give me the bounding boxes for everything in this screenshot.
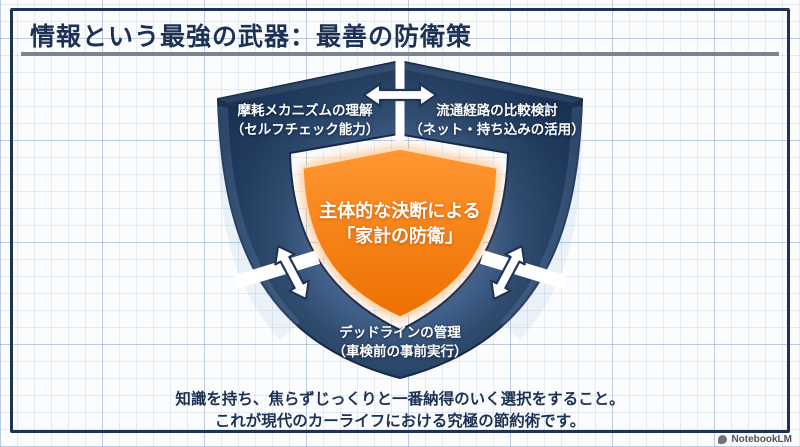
center-label-line: 「家計の防衛」	[337, 226, 463, 246]
notebooklm-logo-icon	[718, 435, 728, 444]
segment-label-line: （ネット・持ち込みの活用）	[409, 121, 585, 137]
caption: 知識を持ち、焦らずじっくりと一番納得のいく選択をすること。 これが現代のカーライ…	[60, 389, 740, 432]
watermark: NotebookLM	[718, 434, 792, 445]
bevel-left-side	[217, 106, 300, 340]
watermark-label: NotebookLM	[731, 434, 792, 445]
segment-label-top-right: 流通経路の比較検討 （ネット・持ち込みの活用）	[367, 102, 627, 139]
bevel-top-left	[218, 62, 396, 103]
segment-label-line: 摩耗メカニズムの理解	[237, 103, 373, 118]
arrow-left-icon	[274, 244, 310, 301]
arrow-top-icon	[362, 82, 438, 108]
bevel-top-right	[404, 62, 582, 103]
segment-label-line: 流通経路の比較検討	[436, 103, 558, 118]
segment-label-line: デッドラインの管理	[339, 325, 461, 340]
center-label-line: 主体的な決断による	[319, 201, 481, 221]
center-shield-label: 主体的な決断による 「家計の防衛」	[280, 199, 520, 249]
shield-ring	[216, 59, 584, 380]
segment-label-bottom: デッドラインの管理 （車検前の事前実行）	[270, 324, 530, 361]
caption-line: これが現代のカーライフにおける究極の節約術です。	[214, 412, 586, 430]
page-title: 情報という最強の武器：最善の防衛策	[30, 23, 473, 51]
segment-label-top-left: 摩耗メカニズムの理解 （セルフチェック能力）	[175, 102, 435, 139]
segment-label-line: （車検前の事前実行）	[332, 343, 468, 359]
title-underline	[21, 52, 779, 56]
segment-gap-left	[233, 250, 321, 289]
caption-line: 知識を持ち、焦らずじっくりと一番納得のいく選択をすること。	[175, 391, 625, 408]
segment-label-line: （セルフチェック能力）	[230, 121, 380, 137]
center-shield	[302, 148, 498, 318]
arrow-right-icon	[490, 244, 526, 301]
segment-gap-right	[479, 250, 567, 289]
bevel-right-side	[500, 106, 583, 340]
